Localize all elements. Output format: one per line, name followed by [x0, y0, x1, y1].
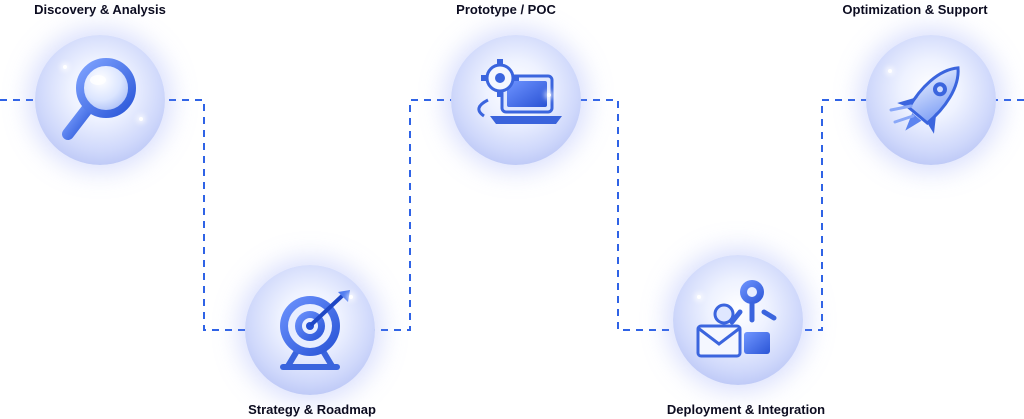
bubble [673, 255, 803, 385]
magnifying-glass-icon [62, 58, 136, 140]
step-strategy [245, 265, 375, 395]
target-icon [280, 290, 350, 370]
step-optimization [866, 35, 996, 165]
step-prototype [451, 35, 581, 165]
step-discovery [35, 35, 165, 165]
step-label-deployment: Deployment & Integration [666, 402, 826, 417]
step-label-discovery: Discovery & Analysis [34, 2, 166, 17]
robot-mail-icon [696, 280, 777, 358]
laptop-gear-icon [477, 59, 562, 124]
rocket-icon [889, 66, 960, 134]
step-label-prototype: Prototype / POC [456, 2, 556, 17]
step-deployment [673, 255, 803, 385]
step-label-strategy: Strategy & Roadmap [248, 402, 376, 417]
step-label-optimization: Optimization & Support [842, 2, 988, 17]
